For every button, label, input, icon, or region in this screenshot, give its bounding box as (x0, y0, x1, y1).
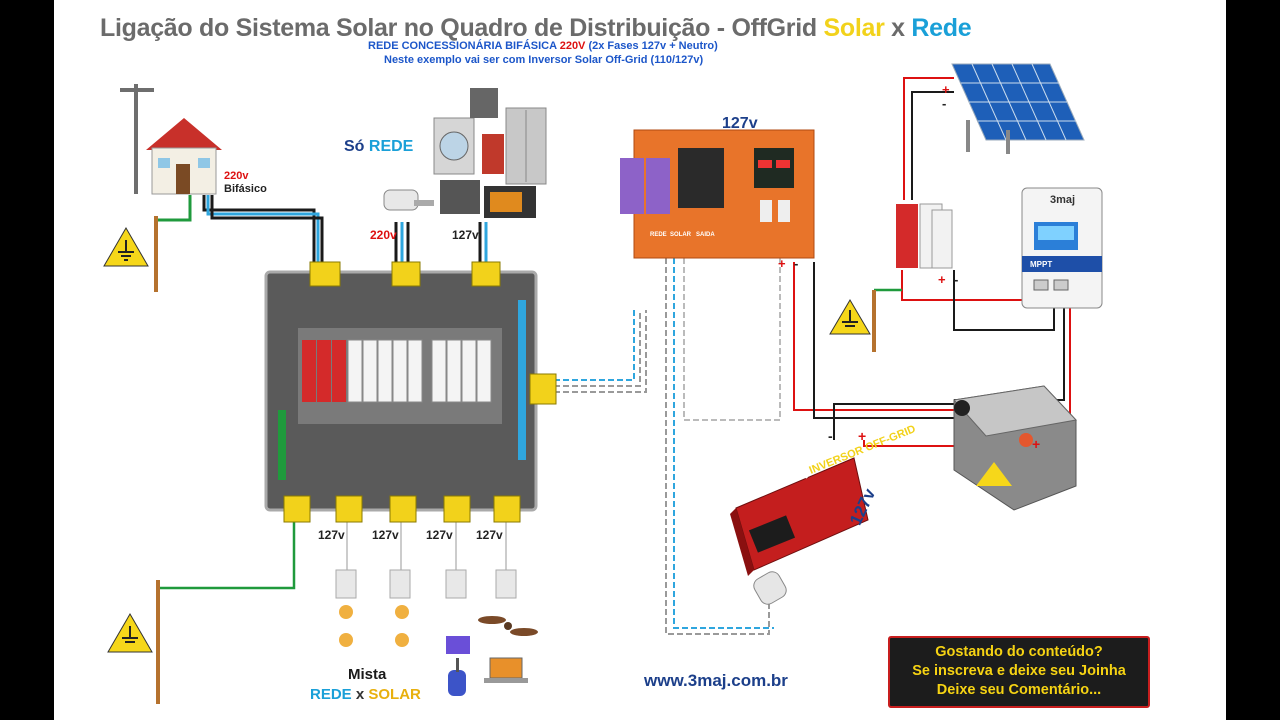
so-rede-label: Só REDE (344, 138, 414, 155)
breaker-row-1 (347, 339, 423, 403)
diagram-title: Ligação do Sistema Solar no Quadro de Di… (100, 14, 972, 42)
appliances-voltage-label: 127v (452, 228, 479, 242)
board-rede-tag: REDE (650, 232, 667, 238)
inverter-minus-sign: - (828, 428, 833, 444)
outlet-voltage-3: 127v (426, 528, 453, 542)
subscribe-callout: Gostando do conteúdo? Se inscreva e deix… (888, 636, 1150, 708)
board-link-wires (554, 258, 781, 635)
outlet-voltage-2: 127v (372, 528, 399, 542)
transfer-board (620, 129, 815, 259)
outlet-voltage-1: 127v (318, 528, 345, 542)
breaker-plus-sign: + (938, 272, 946, 287)
mista-rede-solar-label: REDE x SOLAR (310, 686, 421, 703)
battery-plus-sign: + (1032, 436, 1041, 452)
subtitle-line-1: REDE CONCESSIONÁRIA BIFÁSICA 220V (2x Fa… (368, 40, 718, 52)
ground-wires (160, 288, 902, 590)
outlet-wires (346, 520, 507, 570)
board-saida-tag: SAIDA (696, 232, 715, 238)
fan-icon (478, 616, 538, 636)
supply-voltage-label: 220v (224, 170, 249, 182)
cable-glands (283, 261, 557, 523)
dc-breakers (896, 203, 953, 269)
breaker-row-2 (431, 339, 492, 403)
mppt-label: MPPT (1030, 260, 1053, 269)
cta-line-2: Se inscreva e deixe seu Joinha (912, 663, 1126, 679)
outlet-voltage-4: 127v (476, 528, 503, 542)
plug-icon (753, 571, 787, 605)
ground-warning-icon-3 (107, 580, 160, 704)
neutral-busbar (518, 300, 526, 460)
surge-protector-group (302, 340, 346, 402)
solar-plus-sign: + (942, 82, 950, 97)
mppt-brand-label: 3maj (1050, 194, 1076, 206)
supply-wires (158, 195, 324, 270)
ground-warning-icon-1 (103, 227, 149, 267)
lamp-icons (339, 605, 409, 647)
outlet-switches (335, 569, 517, 599)
house-icon (120, 84, 222, 195)
mista-label: Mista (348, 666, 387, 683)
distribution-board (264, 261, 557, 523)
router-icon (446, 636, 470, 654)
solar-panel-icon (951, 63, 1085, 154)
breaker-minus-sign: - (954, 272, 959, 287)
inverter-plus-sign: + (858, 428, 867, 444)
cta-line-3: Deixe seu Comentário... (936, 682, 1102, 698)
board-minus-sign: - (794, 256, 799, 271)
shower-icon (383, 189, 434, 211)
ground-busbar (278, 410, 286, 480)
transfer-board-voltage: 127v (722, 115, 758, 132)
board-plus-sign: + (778, 256, 786, 271)
shower-voltage-label: 220v (370, 228, 397, 242)
appliances-icon (433, 88, 547, 218)
mppt-controller-icon (1021, 187, 1103, 309)
ground-warning-icon-2 (829, 290, 876, 352)
board-solar-tag: SOLAR (670, 232, 691, 238)
battery-icon (953, 385, 1077, 511)
wiring-diagram (103, 63, 1103, 704)
subtitle-line-2: Neste exemplo vai ser com Inversor Solar… (384, 54, 704, 66)
inverter-icon (730, 457, 869, 576)
solar-minus-sign: - (942, 96, 947, 111)
diagram-canvas: Ligação do Sistema Solar no Quadro de Di… (54, 0, 1226, 720)
cta-line-1: Gostando do conteúdo? (935, 644, 1103, 660)
website-link[interactable]: www.3maj.com.br (644, 671, 788, 690)
supply-type-label: Bifásico (224, 183, 267, 195)
laptop-icon (484, 657, 528, 683)
vacuum-icon (448, 658, 466, 696)
